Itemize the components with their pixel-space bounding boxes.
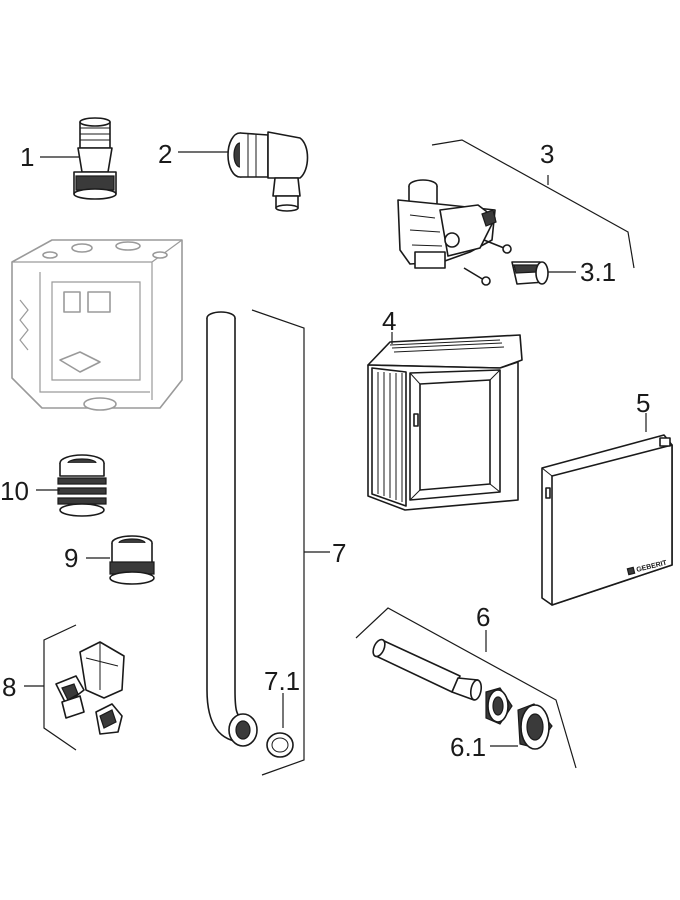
callout-5: 5 [636, 388, 650, 418]
callout-4: 4 [382, 306, 396, 336]
part-9-short-adapter [109, 535, 155, 585]
callout-2: 2 [158, 139, 172, 169]
screw-upper [483, 239, 512, 254]
callout-7-1: 7.1 [264, 666, 300, 696]
callout-6-1: 6.1 [450, 732, 486, 762]
callout-10: 10 [0, 476, 29, 506]
callout-8: 8 [2, 672, 16, 702]
callout-6: 6 [476, 602, 490, 632]
callout-7: 7 [332, 538, 346, 568]
part-6-fitting-small [485, 687, 513, 725]
screw-lower [463, 267, 491, 286]
part-6-1-fitting-large [517, 703, 553, 750]
bracket-7 [251, 309, 305, 776]
callout-9: 9 [64, 543, 78, 573]
bracket-6 [355, 607, 577, 769]
part-6-connecting-tube [372, 638, 483, 701]
part-8-mounting-clips [55, 641, 125, 735]
bracket-3 [431, 139, 635, 269]
part-5-cover-plate: GEBERIT [541, 434, 673, 606]
callout-3: 3 [540, 139, 554, 169]
part-10-adapter-sleeve [57, 454, 107, 517]
bracket-8 [43, 624, 77, 751]
part-1-straight-connector [73, 117, 117, 200]
mounting-box-ghost [11, 239, 183, 411]
part-7-bent-pipe [206, 311, 258, 747]
callout-1: 1 [20, 142, 34, 172]
part-3-valve-assembly [397, 179, 497, 269]
part-7-1-seal-ring [266, 732, 294, 758]
part-2-elbow-connector [227, 131, 309, 212]
callout-3-1: 3.1 [580, 257, 616, 287]
part-4-installation-frame [367, 334, 523, 511]
part-3-1-check-valve [511, 261, 549, 285]
